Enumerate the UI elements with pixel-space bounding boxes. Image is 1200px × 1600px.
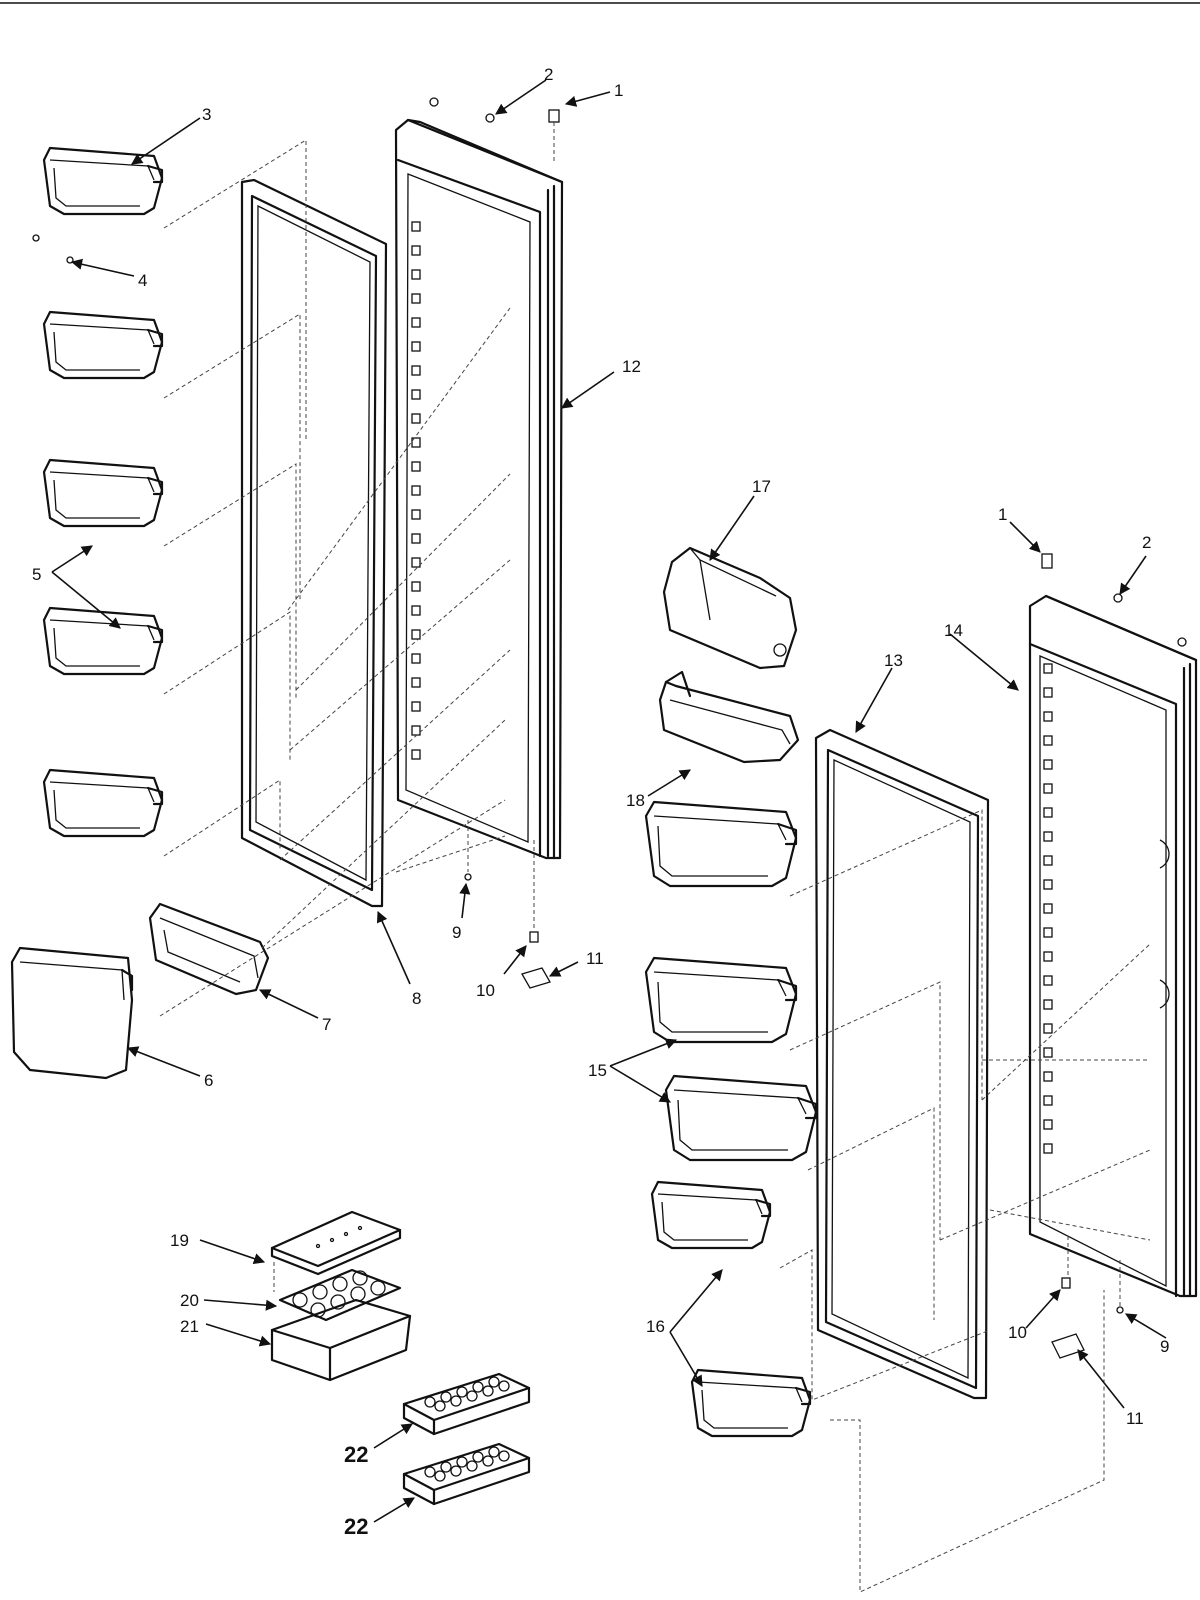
callout-9-right: 9 [1160, 1337, 1169, 1356]
callout-7: 7 [322, 1015, 331, 1034]
ice-tray-part-22b [402, 1442, 531, 1506]
callout-4: 4 [138, 271, 147, 290]
callout-2: 2 [544, 65, 553, 84]
callout-2-right: 2 [1142, 533, 1151, 552]
callout-20: 20 [180, 1291, 199, 1310]
right-door-bins [644, 800, 818, 1438]
liner-shelf-slots-left [411, 221, 421, 760]
callout-1-right: 1 [998, 505, 1007, 524]
dairy-door-part-17 [662, 546, 798, 670]
callout-6: 6 [204, 1071, 213, 1090]
callout-1: 1 [614, 81, 623, 100]
callout-13: 13 [884, 651, 903, 670]
callout-22-upper: 22 [344, 1442, 368, 1467]
callout-8: 8 [412, 989, 421, 1008]
callout-3: 3 [202, 105, 211, 124]
callout-10: 10 [476, 981, 495, 1000]
callout-22-lower: 22 [344, 1514, 368, 1539]
door-gasket-part-8 [240, 178, 388, 908]
callout-9: 9 [452, 923, 461, 942]
door-liner-part-12 [394, 118, 564, 860]
callout-21: 21 [180, 1317, 199, 1336]
ice-bin-part-21 [270, 1298, 412, 1382]
left-assembly-guides [159, 122, 555, 1017]
callout-10-right: 10 [1008, 1323, 1027, 1342]
callout-labels: 1 2 3 4 5 6 7 8 9 10 11 12 17 1 2 14 13 … [32, 65, 1169, 1539]
door-gasket-part-13 [814, 728, 990, 1400]
callout-18: 18 [626, 791, 645, 810]
callout-14: 14 [944, 621, 963, 640]
right-door-hardware [1041, 553, 1187, 1359]
left-door-bins [42, 146, 164, 838]
deep-bin-part-6 [10, 946, 134, 1080]
egg-tray-part-20 [278, 1268, 402, 1322]
callout-15: 15 [588, 1061, 607, 1080]
ice-tray-part-22a [402, 1372, 531, 1436]
callout-19: 19 [170, 1231, 189, 1250]
callout-leaders [51, 79, 1167, 1523]
callout-11-right: 11 [1126, 1409, 1144, 1428]
callout-16: 16 [646, 1317, 665, 1336]
shelf-bin-part-7 [148, 902, 270, 996]
ice-cover-part-19 [270, 1210, 402, 1276]
callout-11: 11 [586, 949, 604, 968]
callout-12: 12 [622, 357, 641, 376]
liner-shelf-slots-right [1043, 663, 1053, 1154]
door-liner-part-14 [1028, 594, 1198, 1298]
callout-17: 17 [752, 477, 771, 496]
callout-5: 5 [32, 565, 41, 584]
right-assembly-guides [779, 809, 1151, 1593]
dairy-bin-part-18 [658, 670, 800, 764]
